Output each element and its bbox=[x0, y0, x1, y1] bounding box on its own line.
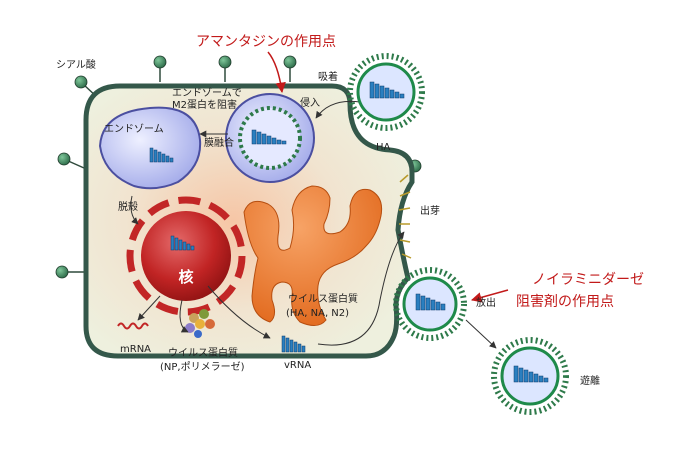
budding-label: 出芽 bbox=[420, 204, 440, 217]
uncoating-label: 脱殻 bbox=[118, 200, 138, 213]
release-label: 放出 bbox=[476, 296, 496, 309]
vrna-label: vRNA bbox=[284, 360, 311, 371]
vrna-segments bbox=[281, 335, 306, 353]
membrane-spikes bbox=[398, 174, 412, 259]
mrna-strand bbox=[117, 322, 149, 330]
endosome-note-line2: M2蛋白を阻害 bbox=[172, 98, 237, 111]
neuraminidase-label-line2: 阻害剤の作用点 bbox=[516, 294, 614, 310]
virion-adsorbing bbox=[347, 53, 425, 131]
nucleus: 核 bbox=[126, 196, 246, 316]
protein-cluster-np bbox=[185, 309, 215, 338]
mrna-label: mRNA bbox=[120, 344, 151, 355]
sialic-acid-label: シアル酸 bbox=[56, 58, 96, 71]
entry-label: 侵入 bbox=[300, 97, 320, 109]
protein-np-label-line1: ウイルス蛋白質 bbox=[168, 346, 238, 359]
amantadine-pointer-arrow bbox=[267, 51, 286, 94]
endosome-label: エンドゾーム bbox=[104, 123, 164, 135]
membrane-fusion-label: 膜融合 bbox=[204, 136, 234, 149]
adsorption-label: 吸着 bbox=[318, 70, 338, 83]
uncoated-rna-segments bbox=[149, 147, 174, 163]
ha-label: HA bbox=[376, 142, 391, 153]
virion-releasing bbox=[393, 267, 467, 341]
detachment-label: 遊離 bbox=[580, 374, 600, 387]
entering-virus bbox=[225, 93, 315, 183]
process-arrows bbox=[130, 100, 497, 349]
er-golgi-organelle bbox=[243, 185, 383, 326]
protein-np-label-line2: (NP,ポリメラーゼ) bbox=[160, 361, 245, 373]
amantadine-site-label: アマンタジンの作用点 bbox=[196, 34, 336, 50]
protein-ha-label-line1: ウイルス蛋白質 bbox=[288, 292, 358, 305]
endosome-note-line1: エンドゾームで bbox=[172, 87, 242, 99]
neuraminidase-pointer-arrow bbox=[470, 289, 509, 303]
protein-ha-label-line2: (HA, NA, N2) bbox=[286, 308, 349, 319]
nucleus-label: 核 bbox=[178, 268, 193, 286]
virion-detached bbox=[491, 337, 569, 415]
neuraminidase-label-line1: ノイラミニダーゼ bbox=[532, 272, 644, 288]
